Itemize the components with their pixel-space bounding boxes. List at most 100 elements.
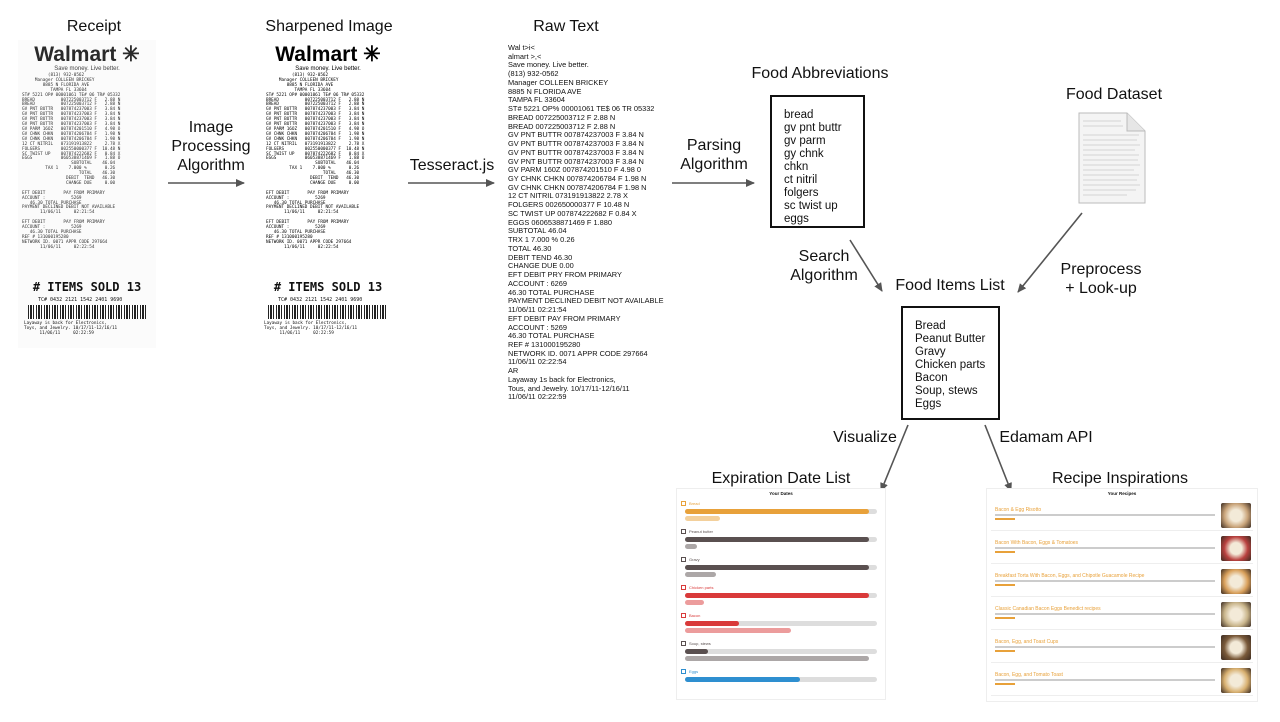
- recipe-link[interactable]: [995, 584, 1015, 586]
- raw-text-line: GV CHNK CHKN 007874206784 F 1.98 N: [508, 182, 647, 192]
- food-items-list-title: Food Items List: [895, 277, 1005, 294]
- raw-text-line: PAYMENT DECLINED DEBIT NOT AVAILABLE: [508, 296, 664, 306]
- barcode: [268, 305, 388, 319]
- expiration-bar: [685, 677, 800, 682]
- recipe-row[interactable]: Classic Canadian Bacon Eggs Benedict rec…: [991, 600, 1253, 630]
- raw-text-line: Tous, and Jewelry. 10/17/11-12/16/11: [508, 383, 630, 393]
- recipe-title[interactable]: Bacon, Egg, and Toast Cups: [995, 639, 1059, 645]
- receipt-tc-line: TC# 0432 2121 1542 2401 9690: [278, 297, 363, 303]
- raw-text-line: 11/06/11 02:22:59: [508, 392, 567, 402]
- raw-text-line: EFT DEBIT PRY FROM PRIMARY: [508, 270, 622, 280]
- raw-text-line: ACCOUNT : 5269: [508, 322, 568, 332]
- recipe-row[interactable]: Bacon With Bacon, Eggs & Tomatoes: [991, 534, 1253, 564]
- expiration-sub-bar: [685, 544, 697, 549]
- recipe-row[interactable]: Bacon, Egg, and Toast Cups: [991, 633, 1253, 663]
- recipe-title[interactable]: Bacon & Egg Risotto: [995, 507, 1042, 513]
- recipe-row[interactable]: Breakfast Torta With Bacon, Eggs, and Ch…: [991, 567, 1253, 597]
- expiration-row: Soup, stews: [681, 641, 881, 667]
- food-icon: [681, 529, 686, 534]
- walmart-logo: Walmart ✳: [34, 43, 140, 66]
- document-icon: [1078, 112, 1146, 204]
- raw-text-line: Layaway 1s back for Electronics,: [508, 374, 616, 384]
- raw-text-line: BREAD 007225003712 F 2.88 N: [508, 112, 616, 122]
- receipt-title: Receipt: [66, 18, 122, 35]
- receipt-image: Walmart ✳ Save money. Live better. (813)…: [18, 40, 156, 348]
- raw-text-line: ACCOUNT : 6269: [508, 278, 568, 288]
- expiration-row-label: Gravy: [689, 557, 700, 562]
- expiration-date-list-title: Expiration Date List: [711, 470, 851, 487]
- recipe-thumbnail: [1221, 602, 1251, 627]
- recipe-description: [995, 679, 1215, 681]
- expiration-row: Gravy: [681, 557, 881, 583]
- raw-text-line: SUBTOTAL 46.04: [508, 226, 567, 236]
- recipe-title[interactable]: Breakfast Torta With Bacon, Eggs, and Ch…: [995, 573, 1145, 579]
- receipt-tc-line: TC# 0432 2121 1542 2401 9690: [38, 297, 123, 303]
- recipe-title[interactable]: Bacon, Egg, and Tomato Toast: [995, 672, 1063, 678]
- items-sold-text: # ITEMS SOLD 13: [32, 280, 142, 294]
- walmart-slogan: Save money. Live better.: [295, 66, 361, 72]
- abbrev-item: ct nitril: [784, 174, 818, 186]
- abbrev-item: gv parm: [784, 135, 826, 147]
- expiration-sub-bar: [685, 572, 716, 577]
- raw-text-line: 46.30 TOTAL PURCHASE: [508, 331, 595, 341]
- raw-text-line: Wal t>i<: [508, 43, 535, 52]
- recipe-row[interactable]: Bacon, Egg, and Tomato Toast: [991, 666, 1253, 696]
- raw-text-line: AR: [508, 366, 519, 376]
- recipe-inspirations-title: Recipe Inspirations: [1051, 470, 1189, 487]
- raw-text-line: TOTAL 46.30: [508, 243, 552, 253]
- recipe-link[interactable]: [995, 683, 1015, 685]
- raw-text-line: GV PNT BUTTR 007874237003 F 3.84 N: [508, 147, 644, 157]
- food-item: Peanut Butter: [915, 333, 986, 345]
- expiration-track: [685, 621, 877, 626]
- recipe-link[interactable]: [995, 551, 1015, 553]
- expiration-row: Chicken parts: [681, 585, 881, 611]
- expiration-screen-header: Your Dates: [769, 491, 793, 496]
- raw-text-line: TRX 1 7.000 % 0.26: [508, 235, 575, 245]
- raw-text-line: almart >,<: [508, 51, 542, 61]
- raw-text-line: 8885 N FLORIDA AVE: [508, 86, 582, 96]
- raw-text-line: Save money. Live better.: [508, 60, 589, 70]
- items-sold-text: # ITEMS SOLD 13: [273, 280, 383, 294]
- recipe-title[interactable]: Classic Canadian Bacon Eggs Benedict rec…: [995, 606, 1101, 612]
- food-item: Chicken parts: [915, 359, 986, 371]
- recipe-description: [995, 646, 1215, 648]
- abbrev-item: sc twist up: [784, 200, 838, 212]
- expiration-row-label: Chicken parts: [689, 585, 714, 590]
- receipt-footer: Layaway is back for Electronics, Toys, a…: [264, 321, 358, 336]
- raw-text-line: (813) 932-0562: [508, 69, 559, 79]
- expiration-row-label: Peanut butter: [689, 529, 714, 534]
- recipe-row[interactable]: Bacon & Egg Risotto: [991, 501, 1253, 531]
- raw-text-line: NETWORK ID. 0071 APPR CODE 297664: [508, 348, 648, 358]
- food-item: Gravy: [915, 346, 946, 358]
- recipe-thumbnail: [1221, 635, 1251, 660]
- food-item: Eggs: [915, 398, 942, 410]
- raw-text-line: 11/06/11 02:22:54: [508, 357, 567, 367]
- expiration-row-label: Bread: [689, 501, 700, 506]
- food-icon: [681, 669, 686, 674]
- raw-text-title: Raw Text: [533, 18, 599, 35]
- recipe-link[interactable]: [995, 617, 1015, 619]
- expiration-sub-bar: [685, 516, 720, 521]
- recipe-thumbnail: [1221, 503, 1251, 528]
- food-icon: [681, 501, 686, 506]
- recipe-title[interactable]: Bacon With Bacon, Eggs & Tomatoes: [995, 540, 1079, 546]
- recipes-screen-header: Your Recipes: [1107, 491, 1137, 496]
- expiration-bar: [685, 621, 739, 626]
- food-icon: [681, 557, 686, 562]
- expiration-row: Bacon: [681, 613, 881, 639]
- raw-text-line: Manager COLLEEN BRICKEY: [508, 77, 609, 87]
- sharpened-image-title: Sharpened Image: [265, 18, 393, 35]
- expiration-sub-bar: [685, 600, 704, 605]
- food-item: Soup, stews: [915, 385, 978, 397]
- tesseract-label: Tesseract.js: [409, 157, 495, 174]
- raw-text-line: GY CHNK CHKN 007874206784 F 1.98 N: [508, 174, 647, 184]
- recipe-link[interactable]: [995, 650, 1015, 652]
- recipe-link[interactable]: [995, 518, 1015, 520]
- parsing-algorithm-label: Parsing Algorithm: [680, 137, 748, 173]
- receipt-footer: Layaway is back for Electronics, Toys, a…: [24, 321, 118, 336]
- expiration-sub-bar: [685, 656, 869, 661]
- food-item: Bread: [915, 320, 946, 332]
- expiration-row-label: Eggs: [689, 669, 699, 674]
- food-abbreviations-title: Food Abbreviations: [751, 65, 889, 82]
